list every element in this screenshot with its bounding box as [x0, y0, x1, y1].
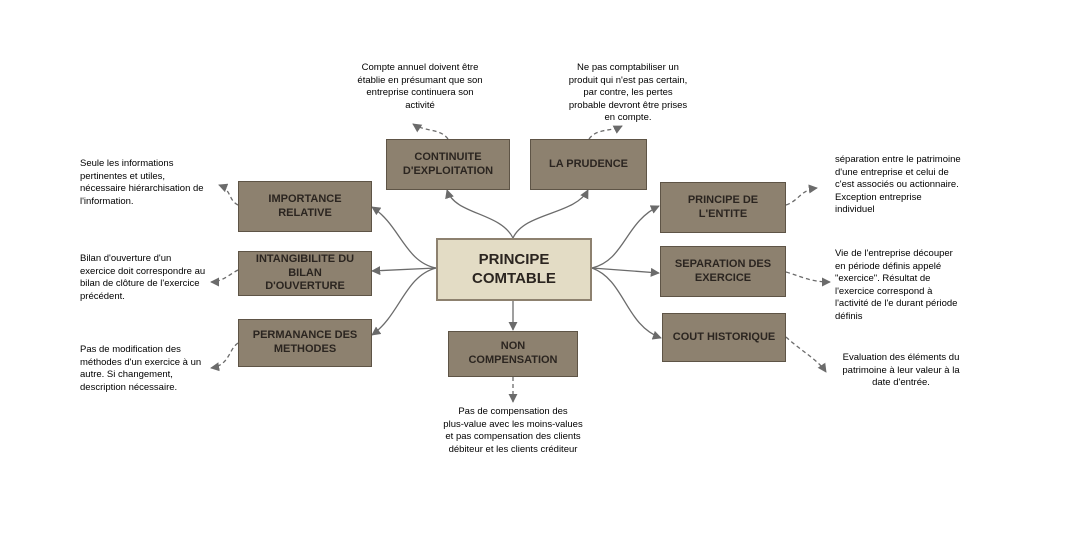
- note-continuite: Compte annuel doivent être établie en pr…: [357, 62, 483, 111]
- note-separation: Vie de l'entreprise découper en période …: [835, 248, 958, 322]
- edge-permanance: [371, 267, 437, 336]
- node-label: NON COMPENSATION: [468, 340, 558, 366]
- edge-entite: [591, 205, 660, 269]
- node-label: PERMANANCE DES METHODES: [252, 329, 358, 355]
- note-non-compensation: Pas de compensation des plus-value avec …: [443, 406, 583, 455]
- node-continuite-exploitation[interactable]: CONTINUITE D'EXPLOITATION: [386, 139, 510, 190]
- node-label: COUT HISTORIQUE: [672, 330, 776, 343]
- dash-importance: [218, 183, 239, 206]
- node-non-compensation[interactable]: NON COMPENSATION: [448, 331, 578, 377]
- edge-importance: [371, 206, 437, 269]
- edge-separation: [591, 267, 660, 277]
- note-intangibilite: Bilan d'ouverture d'un exercice doit cor…: [80, 253, 206, 302]
- note-prudence: Ne pas comptabiliser un produit qui n'es…: [568, 62, 688, 124]
- note-permanance: Pas de modification des méthodes d'un ex…: [80, 344, 202, 393]
- center-node-label: PRINCIPE COMTABLE: [472, 250, 556, 287]
- node-label: SEPARATION DES EXERCICE: [674, 257, 772, 284]
- note-entite: séparation entre le patrimoine d'une ent…: [835, 154, 961, 216]
- dash-continuite: [412, 123, 449, 140]
- center-node-principe-comtable[interactable]: PRINCIPE COMTABLE: [436, 238, 592, 301]
- node-separation-exercice[interactable]: SEPARATION DES EXERCICE: [660, 246, 786, 297]
- dash-entite: [785, 184, 818, 206]
- node-label: IMPORTANCE RELATIVE: [268, 192, 342, 219]
- node-principe-entite[interactable]: PRINCIPE DE L'ENTITE: [660, 182, 786, 233]
- dash-permanance: [210, 342, 239, 372]
- note-cout: Evaluation des éléments du patrimoine à …: [842, 352, 960, 389]
- node-intangibilite-bilan[interactable]: INTANGIBILITE DU BILAN D'OUVERTURE: [238, 251, 372, 296]
- edge-intangibilite: [371, 266, 437, 276]
- edge-prudence: [512, 189, 589, 239]
- node-label: PRINCIPE DE L'ENTITE: [687, 193, 759, 220]
- note-importance: Seule les informations pertinentes et ut…: [80, 158, 204, 207]
- node-label: INTANGIBILITE DU BILAN D'OUVERTURE: [255, 252, 355, 293]
- dash-prudence: [588, 125, 623, 140]
- dash-intangibilite: [210, 269, 239, 287]
- node-permanance-methodes[interactable]: PERMANANCE DES METHODES: [238, 319, 372, 367]
- edge-cout: [591, 267, 662, 340]
- node-importance-relative[interactable]: IMPORTANCE RELATIVE: [238, 181, 372, 232]
- dash-cout: [785, 336, 827, 373]
- node-label: LA PRUDENCE: [548, 157, 629, 170]
- node-la-prudence[interactable]: LA PRUDENCE: [530, 139, 647, 190]
- dash-separation: [785, 271, 831, 287]
- node-cout-historique[interactable]: COUT HISTORIQUE: [662, 313, 786, 362]
- edge-continuite: [445, 189, 514, 239]
- node-label: CONTINUITE D'EXPLOITATION: [402, 150, 494, 177]
